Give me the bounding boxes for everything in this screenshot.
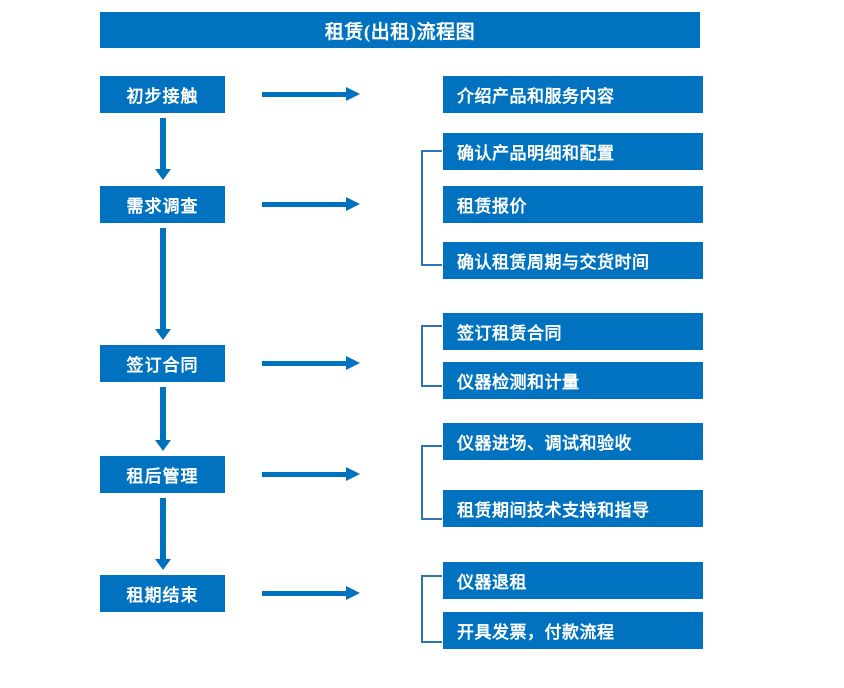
flow-arrow-right-1	[262, 87, 360, 101]
flow-arrow-right-2	[262, 197, 360, 211]
detail-box-1[interactable]: 介绍产品和服务内容	[443, 76, 703, 113]
detail-box-6[interactable]: 仪器检测和计量	[443, 362, 703, 399]
detail-box-3[interactable]: 租赁报价	[443, 186, 703, 223]
flow-arrow-right-5	[262, 586, 360, 600]
bracket-connector-group-2	[421, 150, 442, 266]
bracket-connector-group-5	[421, 575, 442, 643]
bracket-connector-group-4	[421, 445, 442, 520]
detail-box-5[interactable]: 签订租赁合同	[443, 313, 703, 350]
flow-arrow-down-1	[155, 118, 171, 180]
flow-arrow-down-4	[155, 498, 171, 570]
flow-arrow-right-3	[262, 356, 360, 370]
detail-box-8[interactable]: 租赁期间技术支持和指导	[443, 490, 703, 527]
stage-box-4[interactable]: 租后管理	[100, 456, 225, 493]
flow-arrow-down-3	[155, 387, 171, 451]
stage-box-1[interactable]: 初步接触	[100, 76, 225, 113]
flow-arrow-down-2	[155, 228, 171, 340]
detail-box-4[interactable]: 确认租赁周期与交货时间	[443, 242, 703, 279]
detail-box-9[interactable]: 仪器退租	[443, 562, 703, 599]
detail-box-7[interactable]: 仪器进场、调试和验收	[443, 423, 703, 460]
chart-title: 租赁(出租)流程图	[100, 12, 700, 48]
stage-box-3[interactable]: 签订合同	[100, 345, 225, 382]
flow-arrow-right-4	[262, 467, 360, 481]
stage-box-5[interactable]: 租期结束	[100, 575, 225, 612]
stage-box-2[interactable]: 需求调查	[100, 186, 225, 223]
detail-box-2[interactable]: 确认产品明细和配置	[443, 133, 703, 170]
detail-box-10[interactable]: 开具发票，付款流程	[443, 612, 703, 649]
bracket-connector-group-3	[421, 325, 442, 387]
